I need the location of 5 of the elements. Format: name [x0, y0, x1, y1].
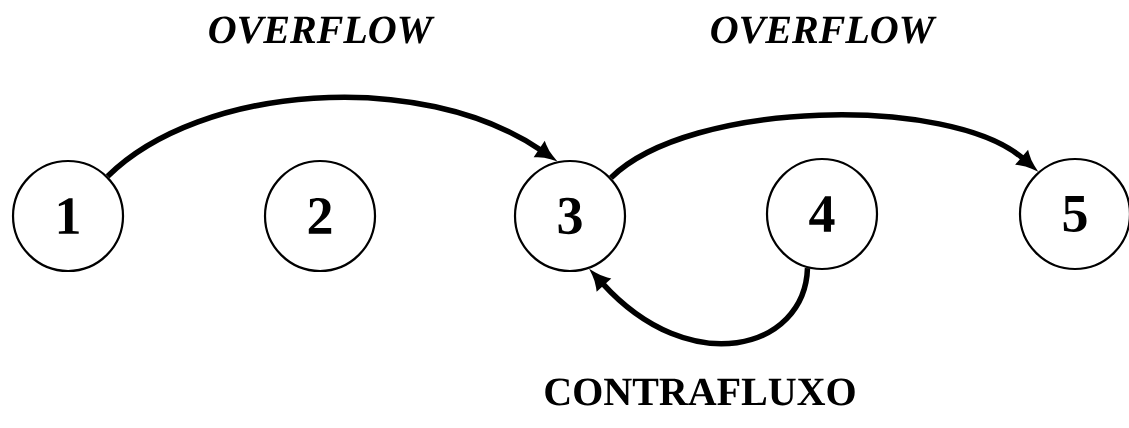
edge-label: OVERFLOW	[711, 16, 937, 44]
curved-arrow	[609, 112, 1035, 180]
edge-label: OVERFLOW	[209, 16, 435, 44]
edge-label: CONTRAFLUXO	[545, 378, 855, 406]
curved-arrow	[592, 267, 811, 347]
